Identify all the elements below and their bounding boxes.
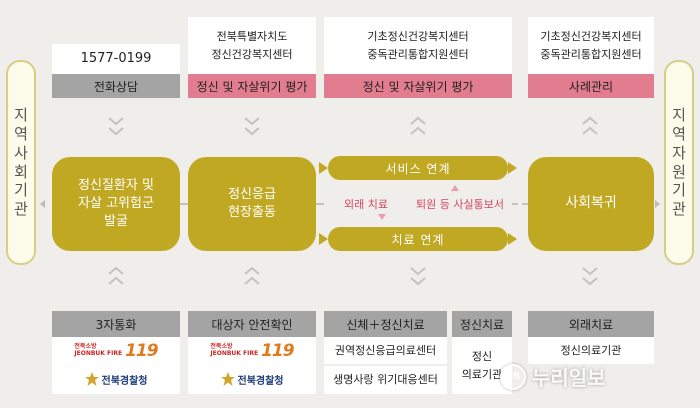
watermark-badge-icon: NR <box>500 363 526 390</box>
safety-check-label: 대상자 안전확인 <box>188 311 316 337</box>
crisis-assessment-label: 정신 및 자살위기 평가 <box>188 74 316 98</box>
down-chevrons-icon <box>410 267 426 286</box>
fire-119-number: 119 <box>125 340 158 361</box>
right-bar-char: 역 <box>672 125 686 143</box>
outpatient-label: 외래치료 <box>528 311 654 337</box>
police-badge-icon <box>220 372 235 386</box>
up-chevrons-icon <box>410 116 426 135</box>
police-logo: 전북경찰청 <box>188 364 316 394</box>
treatment-link-tail-icon <box>319 233 328 245</box>
mental-treatment-label: 정신치료 <box>452 311 512 337</box>
left-bar-char: 역 <box>14 125 28 143</box>
service-link-pill: 서비스 연계 <box>328 156 508 180</box>
right-bar-char: 지 <box>672 106 686 125</box>
right-side-bar-local-resources: 지 역 자 원 기 관 <box>664 60 694 265</box>
left-bar-char: 사 <box>14 143 28 162</box>
fire-logo-text: JEONBUK FIRE <box>210 349 259 357</box>
basic-center-line: 중독관리통합지원센터 <box>367 47 469 61</box>
up-chevrons-icon <box>582 116 598 135</box>
province-center-line: 정신건강복지센터 <box>211 47 293 61</box>
social-return-text: 사회복귀 <box>565 195 617 212</box>
down-triangle-icon <box>378 214 386 220</box>
phone-number: 1577-0199 <box>80 50 152 66</box>
emergency-dispatch-box: 정신응급 현장출동 <box>188 157 316 251</box>
phone-number-box: 1577-0199 <box>52 44 180 74</box>
service-link-tail-icon <box>319 162 328 174</box>
left-side-bar-local-community: 지 역 사 회 기 관 <box>6 60 36 265</box>
phone-counseling-label: 전화상담 <box>52 74 180 98</box>
basic-center-line: 중독관리통합지원센터 <box>540 47 642 61</box>
police-name: 전북경찰청 <box>237 375 284 387</box>
left-arrow-icon <box>40 200 45 208</box>
physical-mental-treatment-label: 신체＋정신치료 <box>324 311 447 337</box>
dispatch-line: 현장출동 <box>228 205 276 220</box>
down-chevrons-icon <box>244 117 260 136</box>
mental-medical-line: 정신 <box>471 349 493 363</box>
dispatch-line: 정신응급 <box>228 186 276 202</box>
fire-119-number: 119 <box>261 340 294 361</box>
case-management-label: 사례관리 <box>528 74 654 98</box>
basic-center-line: 기초정신건강복지센터 <box>367 29 469 43</box>
right-bar-char: 관 <box>672 200 686 218</box>
discovery-line: 발굴 <box>104 214 128 230</box>
fire-logo-text: 전북소방 <box>74 343 97 351</box>
crisis-assessment-label: 정신 및 자살위기 평가 <box>324 74 512 98</box>
mental-medical-line: 의료기관 <box>461 367 503 381</box>
connector-line <box>512 203 528 205</box>
fire-logo-text: JEONBUK FIRE <box>74 349 123 357</box>
social-return-box: 사회복귀 <box>528 157 654 251</box>
left-bar-char: 기 <box>14 181 28 200</box>
connector-line <box>180 203 188 205</box>
discovery-line: 자살 고위험군 <box>78 195 154 211</box>
connector-line <box>316 203 324 205</box>
fire-119-logo: 전북소방 JEONBUK FIRE 119 <box>52 337 180 364</box>
police-badge-icon <box>84 372 99 386</box>
left-bar-char: 지 <box>14 106 28 125</box>
down-chevrons-icon <box>582 267 598 286</box>
life-love-crisis-center: 생명사랑 위기대응센터 <box>324 366 447 394</box>
province-center-line: 전북특별자치도 <box>216 29 288 43</box>
left-bar-char: 회 <box>14 162 28 181</box>
basic-center-line: 기초정신건강복지센터 <box>540 29 642 43</box>
basic-center-box: 기초정신건강복지센터 중독관리통합지원센터 <box>324 17 512 74</box>
down-chevrons-icon <box>108 117 124 136</box>
police-logo: 전북경찰청 <box>52 364 180 394</box>
right-bar-char: 자 <box>672 143 686 162</box>
police-name: 전북경찰청 <box>101 375 148 387</box>
mental-medical-institution-box: 정신 의료기관 <box>452 337 512 394</box>
right-bar-char: 원 <box>672 162 686 181</box>
treatment-link-pill: 치료 연계 <box>328 227 508 251</box>
up-chevrons-icon <box>244 266 260 285</box>
fire-119-logo: 전북소방 JEONBUK FIRE 119 <box>188 337 316 364</box>
province-center-box: 전북특별자치도 정신건강복지센터 <box>188 17 316 74</box>
discovery-line: 정신질환자 및 <box>78 177 154 193</box>
treatment-link-arrow-icon <box>508 233 517 245</box>
up-chevrons-icon <box>108 266 124 285</box>
fire-logo-text: 전북소방 <box>210 343 233 351</box>
right-arrow-icon <box>655 200 660 208</box>
watermark-text: 누리일보 <box>532 366 606 390</box>
three-way-call-label: 3자통화 <box>52 311 180 337</box>
mental-medical-institution: 정신의료기관 <box>528 337 654 364</box>
discharge-notice-text: 퇴원 등 사실통보서 <box>416 198 504 211</box>
outpatient-treatment-text: 외래 치료 <box>344 198 388 211</box>
basic-center-box: 기초정신건강복지센터 중독관리통합지원센터 <box>528 17 654 74</box>
watermark: NR 누리일보 <box>500 362 606 391</box>
up-triangle-icon <box>451 185 459 191</box>
left-bar-char: 관 <box>14 200 28 218</box>
service-link-arrow-icon <box>508 162 517 174</box>
right-bar-char: 기 <box>672 181 686 200</box>
discovery-box: 정신질환자 및 자살 고위험군 발굴 <box>52 157 180 251</box>
regional-emergency-center: 권역정신응급의료센터 <box>324 337 447 364</box>
